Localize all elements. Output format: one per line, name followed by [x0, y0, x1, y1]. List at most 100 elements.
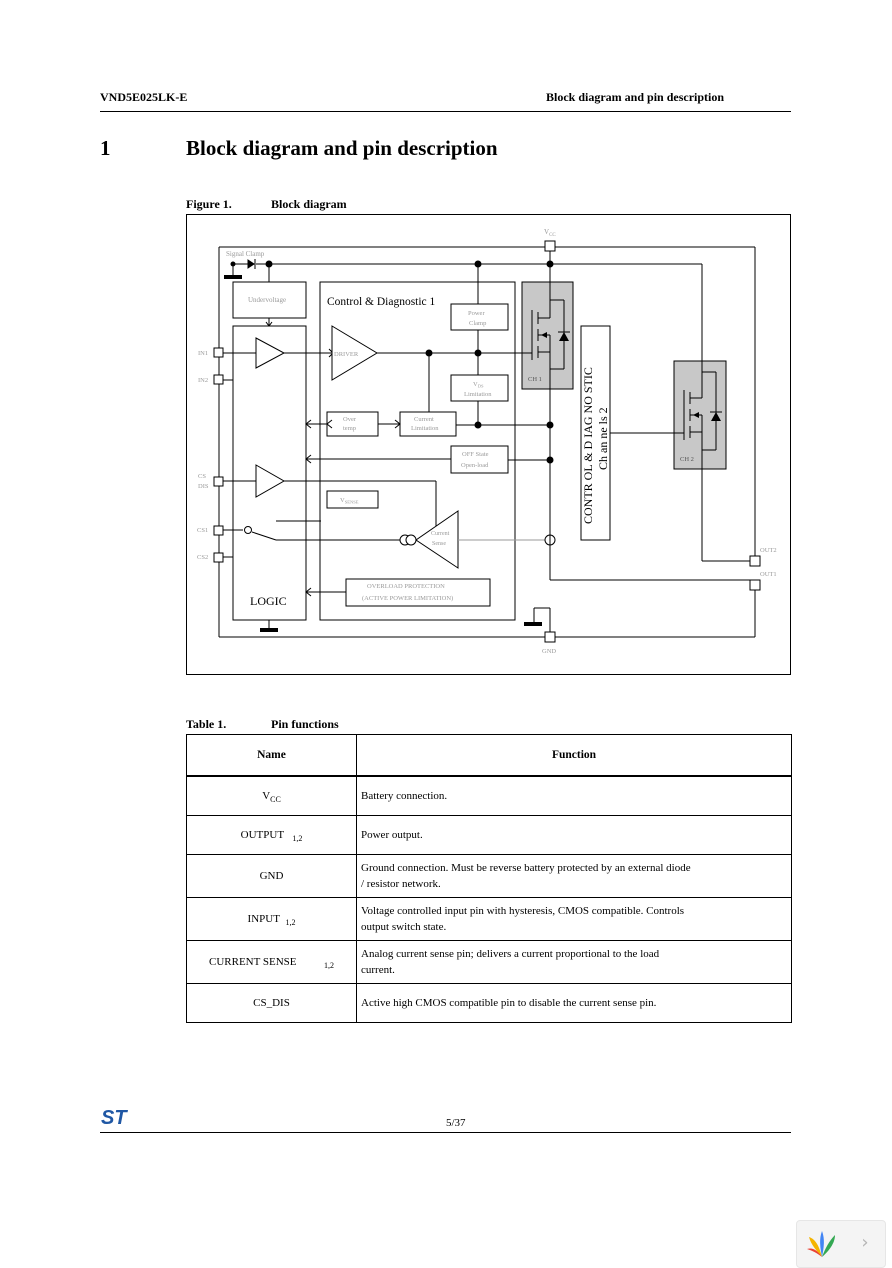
- current-source: [399, 534, 417, 546]
- cs2-label: CS2: [197, 554, 208, 561]
- overtemp-label-1: Over: [343, 416, 357, 423]
- table-row: OUTPUT 1,2 Power output.: [186, 815, 792, 855]
- footer-rule: [100, 1132, 791, 1133]
- vds-label-1: VDS: [473, 381, 484, 389]
- current-sense-label-1: Current: [431, 531, 450, 537]
- pin-name: V: [262, 790, 271, 802]
- pin-name-subscript: CC: [270, 795, 281, 804]
- outer-frame-wires: [218, 246, 756, 638]
- overload-protection-block: [345, 578, 491, 607]
- overload-label-1: OVERLOAD PROTECTION: [367, 583, 445, 590]
- power-clamp-label-2: Clamp: [469, 320, 486, 327]
- vcc-label: VCC: [544, 228, 556, 238]
- ch1-label: CH 1: [528, 376, 542, 383]
- vsense-block: [326, 490, 379, 509]
- overtemp-block: [326, 411, 379, 437]
- logic-ground: [260, 628, 278, 632]
- pin-name: OUTPUT: [240, 829, 285, 841]
- signal-clamp-diode: [247, 259, 256, 269]
- pin-function: Analog current sense pin; delivers a cur…: [361, 948, 660, 976]
- vcc-pin: [544, 240, 556, 252]
- gnd-pin: [544, 631, 556, 643]
- running-header-section: Block diagram and pin description: [546, 90, 725, 104]
- pin-name-subscript: 1,2: [292, 834, 303, 843]
- figure-frame: [186, 214, 791, 675]
- signal-clamp-ground: [224, 275, 242, 279]
- pin-function: Active high CMOS compatible pin to disab…: [356, 983, 792, 1023]
- svg-text:ST: ST: [101, 1107, 128, 1128]
- pin-name: CURRENT SENSE: [208, 956, 297, 968]
- in2-label: IN2: [198, 377, 208, 384]
- signal-clamp-label: Signal Clamp: [226, 250, 265, 258]
- table-row: INPUT 1,2 Voltage controlled input pin w…: [186, 897, 792, 941]
- viewer-logo-icon: [807, 1231, 835, 1257]
- next-page-button[interactable]: ›: [861, 1232, 869, 1253]
- out2-pin: [749, 555, 761, 567]
- left-pin-labels: IN1 IN2 CS DIS CS1 CS2: [197, 350, 209, 561]
- overload-label-2: (ACTIVE POWER LIMITATION): [362, 595, 453, 602]
- undervoltage-label: Undervoltage: [248, 296, 286, 304]
- pin-function: Battery connection.: [356, 775, 792, 816]
- in1-label: IN1: [198, 350, 208, 357]
- header-rule: [100, 111, 791, 112]
- control-diag1-label: Control & Diagnostic 1: [327, 296, 436, 308]
- st-logo: ST: [101, 1107, 128, 1128]
- viewer-widget: ›: [796, 1220, 886, 1268]
- gnd-ground-symbol: [524, 622, 542, 626]
- gnd-label: GND: [542, 648, 556, 655]
- table-title: Pin functions: [271, 717, 339, 731]
- pin-function: Voltage controlled input pin with hyster…: [361, 905, 685, 933]
- ch2-label: CH 2: [680, 456, 694, 463]
- driver-label: DRIVER: [334, 351, 359, 358]
- csdis-label-2: DIS: [198, 483, 209, 490]
- section-number: 1: [100, 136, 111, 160]
- out1-label: OUT1: [760, 571, 777, 578]
- column-header-name: Name: [186, 734, 357, 777]
- vcc-rail: [233, 251, 695, 265]
- pin-function: Ground connection. Must be reverse batte…: [361, 862, 691, 890]
- table-label: Table 1.: [186, 717, 227, 731]
- off-state-open-load-block: [450, 445, 509, 474]
- cs1-label: CS1: [197, 527, 208, 534]
- out1-pin: [749, 579, 761, 591]
- left-pin-wires: [223, 352, 233, 558]
- control-diag2-block: [580, 325, 611, 541]
- column-header-function: Function: [356, 734, 792, 777]
- ch1-mosfet-symbol: [522, 264, 565, 580]
- pin-function: Power output.: [356, 815, 792, 855]
- current-lim-label-2: Limitation: [411, 425, 439, 432]
- off-state-label-1: OFF State: [462, 451, 489, 458]
- current-sense-label-2: Sense: [432, 541, 446, 547]
- vsense-label: VSENSE: [340, 497, 359, 505]
- csdis-label-1: CS: [198, 473, 206, 480]
- figure-label: Figure 1.: [186, 197, 232, 211]
- overtemp-label-2: temp: [343, 425, 356, 432]
- pin-name-subscript: 1,2: [285, 918, 296, 927]
- pin-name: INPUT: [247, 913, 280, 925]
- block-diagram: VCC Signal Clamp Undervoltage LOGIC: [186, 214, 791, 675]
- pin-name-subscript: 1,2: [324, 961, 334, 970]
- control-diag2-label-2: Ch an ne ls 2: [596, 407, 610, 470]
- vds-limitation-block: [450, 374, 509, 402]
- logic-label: LOGIC: [250, 594, 287, 608]
- current-lim-label-1: Current: [414, 416, 434, 423]
- table-row: CURRENT SENSE 1,2 Analog current sense p…: [186, 940, 792, 984]
- control-diag2-label-1: CONTR OL & D IAG NO STIC: [581, 367, 595, 524]
- page-number: 5/37: [446, 1117, 466, 1129]
- section-title: Block diagram and pin description: [186, 136, 498, 160]
- power-clamp-block: [450, 303, 509, 331]
- table-row: GND Ground connection. Must be reverse b…: [186, 854, 792, 898]
- figure-title: Block diagram: [271, 197, 347, 211]
- power-clamp-label-1: Power: [468, 310, 485, 317]
- table-row: VCC Battery connection.: [186, 775, 792, 816]
- current-sense-amp: [415, 510, 459, 569]
- off-state-label-2: Open-load: [461, 462, 489, 469]
- table-header-row: Name Function: [186, 734, 792, 777]
- ch2-mosfet-symbol: [674, 264, 755, 562]
- driver-buffer: [331, 325, 378, 381]
- table-row: CS_DIS Active high CMOS compatible pin t…: [186, 983, 792, 1023]
- running-header-doc-id: VND5E025LK-E: [100, 90, 188, 104]
- control-diag1-block: [319, 281, 516, 621]
- vds-label-2: Limitation: [464, 391, 492, 398]
- pin-name: GND: [259, 870, 284, 882]
